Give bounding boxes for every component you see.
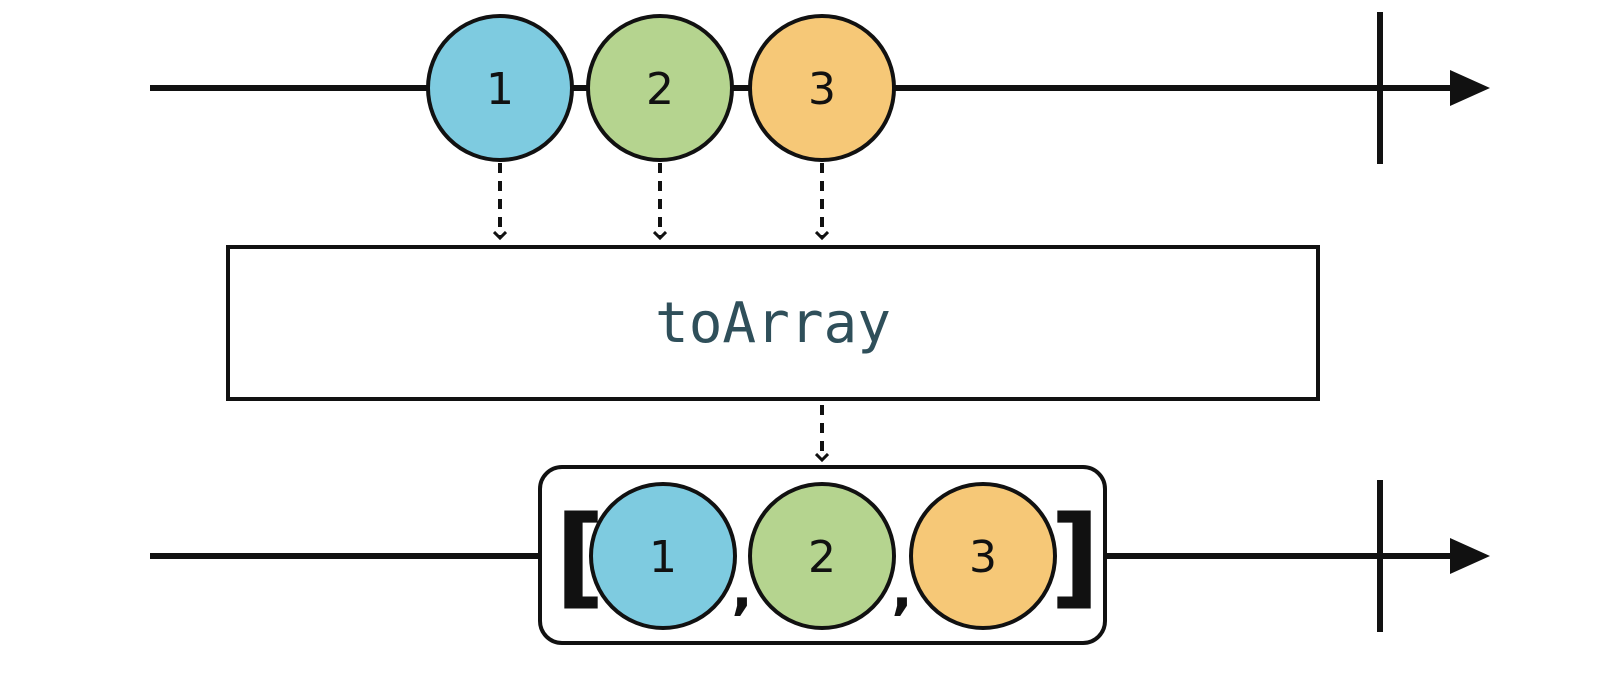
array-item-3: 3 — [911, 484, 1055, 628]
source-marble-1: 1 — [428, 16, 572, 160]
close-bracket: ] — [1050, 492, 1100, 620]
operator-label: toArray — [655, 291, 891, 356]
array-separator-2: , — [891, 557, 912, 622]
input-arrows — [500, 163, 822, 238]
marble-3-label: 3 — [808, 64, 836, 115]
source-marble-2: 2 — [588, 16, 732, 160]
source-marbles: 1 2 3 — [428, 16, 894, 160]
source-marble-3: 3 — [750, 16, 894, 160]
array-item-1-label: 1 — [649, 532, 677, 583]
array-item-2-label: 2 — [808, 532, 836, 583]
array-item-2: 2 — [750, 484, 894, 628]
output-timeline-arrowhead — [1450, 538, 1490, 574]
array-item-1: 1 — [591, 484, 735, 628]
marble-1-label: 1 — [486, 64, 514, 115]
marble-2-label: 2 — [646, 64, 674, 115]
array-item-3-label: 3 — [969, 532, 997, 583]
output-array: [ ] 1 , 2 , 3 — [540, 467, 1105, 643]
source-timeline-arrowhead — [1450, 70, 1490, 106]
operator-box: toArray — [228, 247, 1318, 399]
